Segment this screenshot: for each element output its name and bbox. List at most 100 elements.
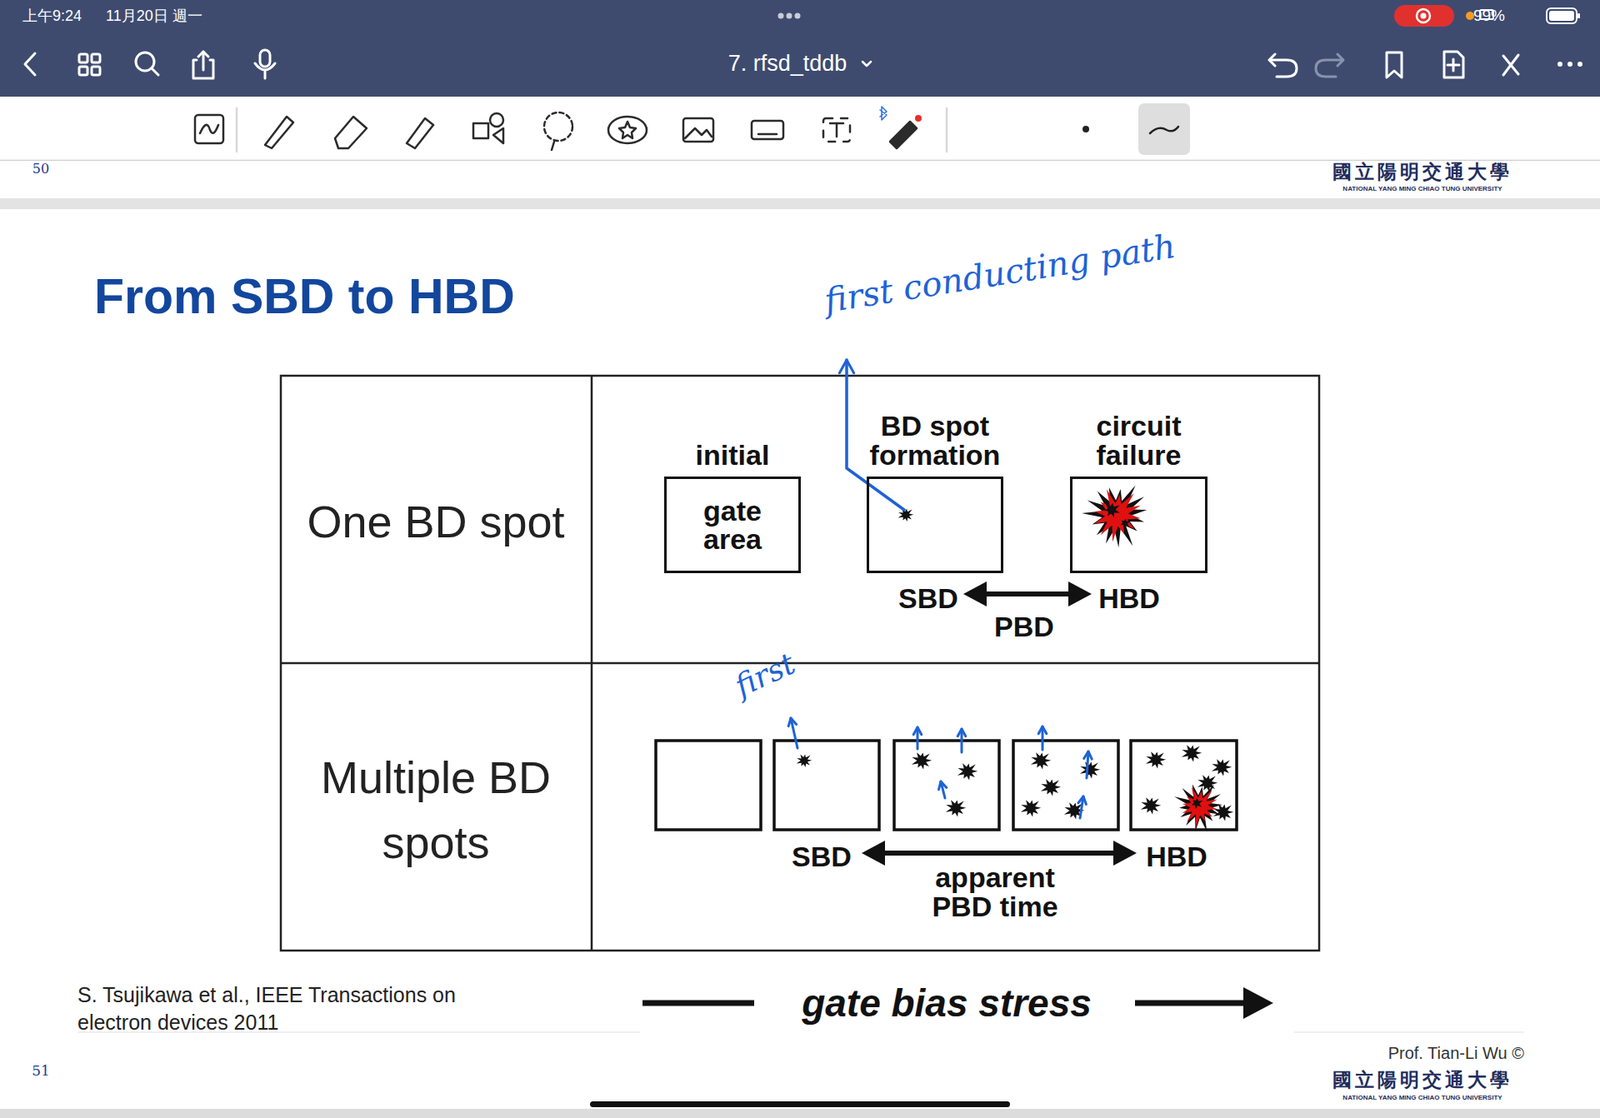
title-chevron [862,61,871,66]
battery-level [1549,10,1575,21]
share-icon [198,51,209,57]
annotation-arrow-head [1078,796,1087,805]
bd-spot [957,763,978,780]
redo-icon [1337,54,1344,66]
add-page-icon [1444,51,1464,78]
zoom-tool-icon [200,125,219,134]
table-rule [280,662,1320,665]
document-name: 7. rfsd_tddb [728,50,848,77]
image-tool-icon [685,128,712,139]
add-page-icon [1447,64,1460,67]
mic-dot [1465,11,1475,20]
more-icon [1577,61,1583,67]
hard-breakdown-burst [1174,784,1223,832]
pen-tool-icon [265,116,294,149]
annotation-arrow-head [1084,751,1093,760]
lasso-tool-icon [551,141,555,150]
mic-icon [255,63,275,70]
page-gap [0,198,1600,210]
back-icon [25,53,35,75]
box-heading: circuit failure [1055,411,1223,471]
bd-spot [1181,745,1202,762]
bd-spot [911,752,932,770]
table-frame [280,375,1320,951]
search-icon [151,68,159,75]
stage-label: HBD [1098,582,1160,615]
gate-area-box: initialgate area [664,476,801,574]
mic-icon [260,50,270,67]
text-tool-icon [823,118,850,142]
annotation-arrow-head [839,360,854,374]
page-number: 50 [32,161,50,177]
keyboard-tool-icon [758,133,777,136]
shape-tool-icon [493,128,504,144]
stage-label: SBD [898,582,959,615]
gate-area-box [774,740,880,830]
status-dot [786,13,793,20]
pen-off-icon [1503,55,1519,75]
gate-area-box [1130,740,1237,830]
laser-tool-icon [890,121,917,149]
tool-divider [945,108,949,152]
record-pill [1394,5,1455,27]
stage-label: apparent PBD time [907,863,1083,921]
selected-tool-bg [1138,103,1190,155]
hard-breakdown-burst [1094,489,1141,542]
stage-label: SBD [791,840,852,874]
gate-area-box [655,740,761,830]
burst-core [1120,519,1131,529]
pen-off-icon [1503,55,1519,75]
arrow-head [861,840,885,866]
slide-title: From SBD to HBD [94,268,515,325]
university-name: NATIONAL YANG MING CHIAO TUNG UNIVERSITY [1342,1094,1502,1102]
copyright: Prof. Tian-Li Wu © [1388,1044,1525,1064]
annotation-arrow-head [957,729,966,737]
app-bar [0,0,1600,97]
shape-tool-icon [473,123,489,139]
status-dot [795,13,801,20]
highlighter-tool-icon [406,118,434,149]
table-cell: Multiple BD spots [294,745,578,876]
pbd-arrow [981,591,1074,597]
lasso-tool-icon [544,112,573,141]
burst-core [1191,798,1204,810]
battery-percent: 99% [1473,6,1505,25]
arrow-head [1243,987,1274,1020]
eraser-tool-icon [335,116,367,149]
hard-breakdown-burst [1081,485,1147,549]
sticker-tool-icon [608,116,647,144]
bd-spot [1197,775,1218,792]
gate-area-box: BD spot formation [866,476,1004,574]
stroke-style-icon [1150,126,1179,134]
stage-label: HBD [1145,840,1208,874]
shape-tool-icon [490,113,504,127]
bd-spot [1080,761,1100,779]
mic-icon [264,71,267,79]
axis-arrow [1135,1000,1250,1007]
battery-tip [1577,13,1580,19]
slide-page [0,209,1600,1110]
redo-icon [1315,60,1343,77]
previous-page [0,160,1600,199]
bd-spot [1211,759,1232,776]
axis-arrow [642,1000,755,1007]
bd-spot [1020,800,1041,817]
bd-spot [898,509,915,523]
pbd-arrow [880,850,1119,856]
bd-spot [1145,751,1166,769]
university-logo: 國立陽明交通大學 [1332,1069,1513,1091]
grid-icon [91,66,100,75]
more-icon [1557,61,1563,67]
annotation-arrow-head [1038,726,1047,735]
grid-icon [91,54,100,63]
bd-spot [1030,752,1051,770]
annotation-arrow-head [913,727,922,735]
status-time: 上午9:24 [22,7,82,25]
burst-core [1105,503,1120,518]
arrow-head [1068,581,1092,607]
table-cell: One BD spot [306,495,565,548]
share-icon [202,51,205,70]
university-name: NATIONAL YANG MING CHIAO TUNG UNIVERSITY [1342,185,1502,193]
